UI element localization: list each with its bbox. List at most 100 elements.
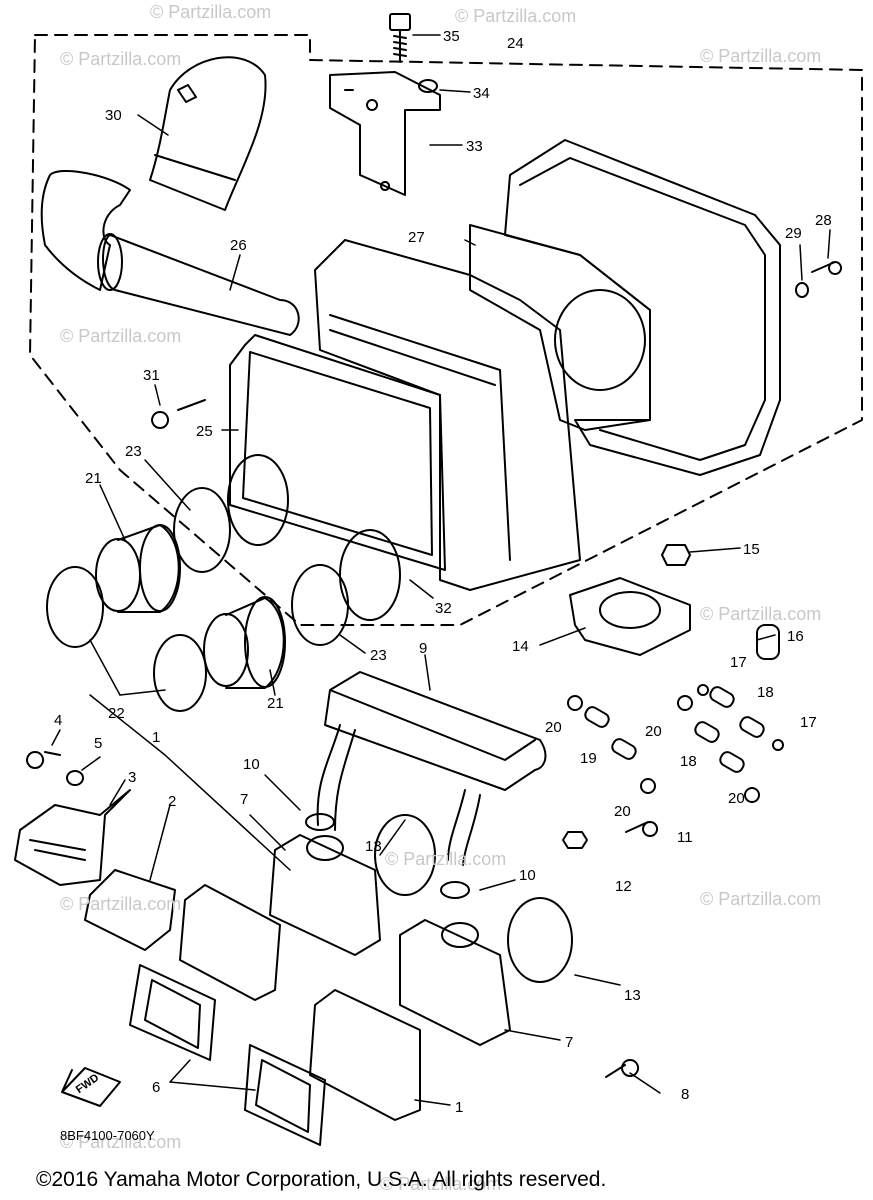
intake-hose-26: [40, 169, 131, 291]
callout-16: 16: [787, 628, 804, 645]
leader-lines: [51, 34, 831, 1106]
fwd-arrow-icon: [61, 1067, 121, 1107]
joint-boot-21b-ring1: [203, 613, 249, 687]
screw-4: [26, 751, 61, 769]
bracket-33: [329, 71, 441, 196]
callout-30: 30: [105, 107, 122, 124]
intake-duct-30: [149, 56, 267, 211]
svg-text:© Partzilla.com: © Partzilla.com: [380, 1174, 501, 1194]
svg-text:© Partzilla.com: © Partzilla.com: [700, 46, 821, 66]
callout-17-upper: 17: [730, 654, 747, 671]
air-box-25-inner: [242, 351, 433, 556]
air-box-housing-flange: [329, 314, 511, 561]
callout-7-lower: 7: [565, 1034, 573, 1051]
nut-15: [661, 544, 691, 566]
callout-3: 3: [128, 769, 136, 786]
joint-7b: [399, 919, 511, 1046]
callout-32: 32: [435, 600, 452, 617]
intake-joint-upper-left: [227, 454, 289, 546]
watermarks: © Partzilla.com © Partzilla.com © Partzi…: [60, 2, 821, 1194]
callout-1-lower: 1: [455, 1099, 463, 1116]
svg-text:© Partzilla.com: © Partzilla.com: [700, 604, 821, 624]
manifold-14-port: [599, 591, 661, 629]
o-ring-10a: [305, 813, 335, 831]
reed-block-1b: [309, 989, 421, 1121]
callout-labels: 35 24 34 33 30 26 27 29 28 31 25 23 21 1…: [54, 28, 832, 1116]
air-box-25: [229, 334, 446, 571]
callout-1-upper: 1: [152, 729, 160, 746]
callout-28: 28: [815, 212, 832, 229]
o-ring-10b: [440, 881, 470, 899]
callout-13-lower: 13: [624, 987, 641, 1004]
callout-6: 6: [152, 1079, 160, 1096]
clamp-13b: [507, 897, 573, 983]
callout-4: 4: [54, 712, 62, 729]
callout-20-d: 20: [728, 790, 745, 807]
joint-7a: [269, 834, 381, 956]
callout-26: 26: [230, 237, 247, 254]
joint-boot-21b: [225, 597, 285, 689]
silencer-9-pipe-right: [447, 789, 481, 866]
callout-11: 11: [677, 829, 693, 846]
air-box-cover-rim: [519, 157, 766, 461]
filter-element-27: [469, 224, 651, 431]
callout-9: 9: [419, 640, 427, 657]
intake-hose-26-mouth: [97, 233, 123, 291]
callout-21-upper: 21: [85, 470, 102, 487]
reed-block-1a: [179, 884, 281, 1001]
joint-7b-port: [441, 922, 479, 948]
air-box-housing: [314, 239, 581, 591]
joint-7a-port: [306, 835, 344, 861]
clamp-22b: [153, 634, 207, 712]
svg-text:© Partzilla.com: © Partzilla.com: [60, 894, 181, 914]
hoses-18-19: [584, 686, 765, 773]
callout-17-lower: 17: [800, 714, 817, 731]
drawing-code: 8BF4100-7060Y: [60, 1128, 155, 1143]
clamp-23b: [291, 564, 349, 646]
callout-10-upper: 10: [243, 756, 260, 773]
bolt-8: [605, 1059, 639, 1078]
callout-19: 19: [580, 750, 597, 767]
reed-valve-3: [14, 789, 131, 886]
callout-18-upper: 18: [757, 684, 774, 701]
callout-23-upper: 23: [125, 443, 142, 460]
air-box-cover: [504, 139, 781, 476]
svg-text:© Partzilla.com: © Partzilla.com: [455, 6, 576, 26]
washer-29: [795, 282, 809, 298]
svg-text:© Partzilla.com: © Partzilla.com: [700, 889, 821, 909]
bolt-31: [151, 399, 206, 429]
callout-27: 27: [408, 229, 425, 246]
callout-13-upper: 13: [365, 838, 382, 855]
callout-22: 22: [108, 705, 125, 722]
clamp-23a: [173, 487, 231, 573]
callout-29: 29: [785, 225, 802, 242]
callout-2: 2: [168, 793, 176, 810]
callout-14: 14: [512, 638, 529, 655]
nut-12: [562, 831, 588, 849]
copyright-notice: ©2016 Yamaha Motor Corporation, U.S.A. A…: [36, 1168, 606, 1191]
clamp-13a: [374, 814, 436, 896]
clips-20: [567, 695, 760, 803]
svg-text:© Partzilla.com: © Partzilla.com: [60, 326, 181, 346]
intake-joint-upper-right: [339, 529, 401, 621]
callout-20-c: 20: [614, 803, 631, 820]
gasket-6a: [129, 964, 216, 1061]
svg-text:© Partzilla.com: © Partzilla.com: [385, 849, 506, 869]
callout-18-lower: 18: [680, 753, 697, 770]
silencer-9-pipe-left: [316, 724, 356, 831]
screw-28: [811, 261, 843, 275]
joint-boot-21a-ring2: [139, 524, 181, 612]
callout-35: 35: [443, 28, 460, 45]
bolt-11: [625, 821, 659, 837]
callout-33: 33: [466, 138, 483, 155]
callout-5: 5: [94, 735, 102, 752]
gasket-6b: [244, 1044, 326, 1146]
callout-34: 34: [473, 85, 490, 102]
intake-hose-26-body: [102, 234, 300, 336]
callout-10-lower: 10: [519, 867, 536, 884]
manifold-14: [569, 577, 691, 656]
callout-23-lower: 23: [370, 647, 387, 664]
callout-15: 15: [743, 541, 760, 558]
clips-17: [697, 684, 784, 751]
